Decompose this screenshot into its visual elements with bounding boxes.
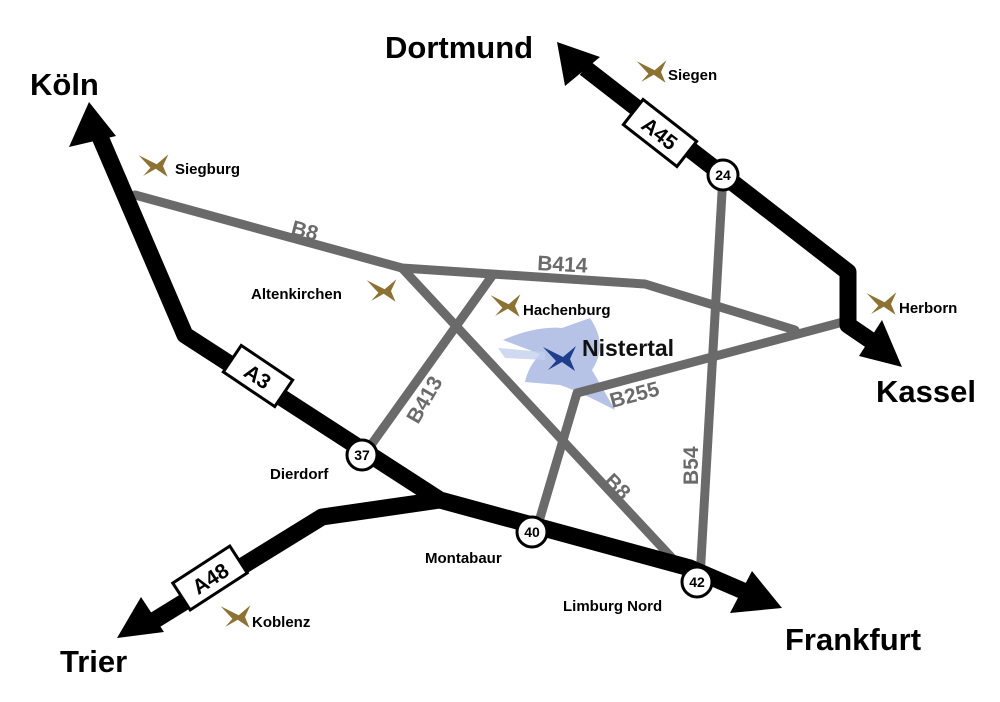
town-hachenburg: Hachenburg xyxy=(523,302,611,319)
city-dortmund: Dortmund xyxy=(385,30,533,65)
exit-limburg-nord: 42 xyxy=(680,565,714,599)
arrow-dortmund-icon xyxy=(557,42,600,86)
b413-label: B413 xyxy=(402,373,447,428)
exit-montabaur-number: 40 xyxy=(524,524,540,540)
b8-south-label: B8 xyxy=(599,469,634,504)
town-montabaur: Montabaur xyxy=(425,550,502,567)
town-siegburg: Siegburg xyxy=(175,161,240,178)
city-kassel: Kassel xyxy=(876,374,976,409)
town-limburg-nord: Limburg Nord xyxy=(563,598,662,615)
city-koeln: Köln xyxy=(30,67,99,102)
town-koblenz: Koblenz xyxy=(252,614,310,631)
a3-road xyxy=(89,126,752,601)
b54-label: B54 xyxy=(680,446,703,485)
exit-b54-junction: 24 xyxy=(706,158,740,192)
b414-label: B414 xyxy=(537,252,589,278)
siegen-plane-icon xyxy=(636,60,667,83)
a48-shield: A48 xyxy=(170,543,250,613)
hachenburg-plane-icon xyxy=(490,294,521,317)
herborn-plane-icon xyxy=(866,292,897,315)
bundesstrassen xyxy=(130,170,848,583)
exit-b54-junction-number: 24 xyxy=(715,167,731,183)
city-frankfurt: Frankfurt xyxy=(785,622,921,657)
b255-road xyxy=(535,317,848,523)
town-dierdorf: Dierdorf xyxy=(270,466,329,483)
exit-montabaur: 40 xyxy=(515,515,549,549)
arrow-frankfurt-icon xyxy=(730,571,782,613)
arrow-trier-icon xyxy=(117,597,164,638)
b414-road xyxy=(487,269,800,335)
exit-dierdorf: 37 xyxy=(345,438,379,472)
b413-road xyxy=(361,271,497,457)
exit-dierdorf-number: 37 xyxy=(354,447,370,463)
town-herborn: Herborn xyxy=(899,300,957,317)
a45-shield: A45 xyxy=(621,97,699,169)
a45-road xyxy=(579,61,875,348)
altenkirchen-plane-icon xyxy=(366,279,397,302)
destination-label: Nistertal xyxy=(582,335,674,361)
koblenz-plane-icon xyxy=(220,605,251,628)
a3-shield: A3 xyxy=(221,343,295,409)
arrow-heads xyxy=(69,42,902,638)
siegburg-plane-icon xyxy=(138,154,169,177)
arrow-koeln-icon xyxy=(69,102,116,147)
city-trier: Trier xyxy=(60,644,127,679)
b54-road xyxy=(695,170,728,583)
b8-south-road xyxy=(397,263,677,563)
exit-limburg-nord-number: 42 xyxy=(689,574,705,590)
town-altenkirchen: Altenkirchen xyxy=(251,286,342,303)
town-siegen: Siegen xyxy=(668,67,717,84)
arrow-kassel-icon xyxy=(859,320,902,367)
